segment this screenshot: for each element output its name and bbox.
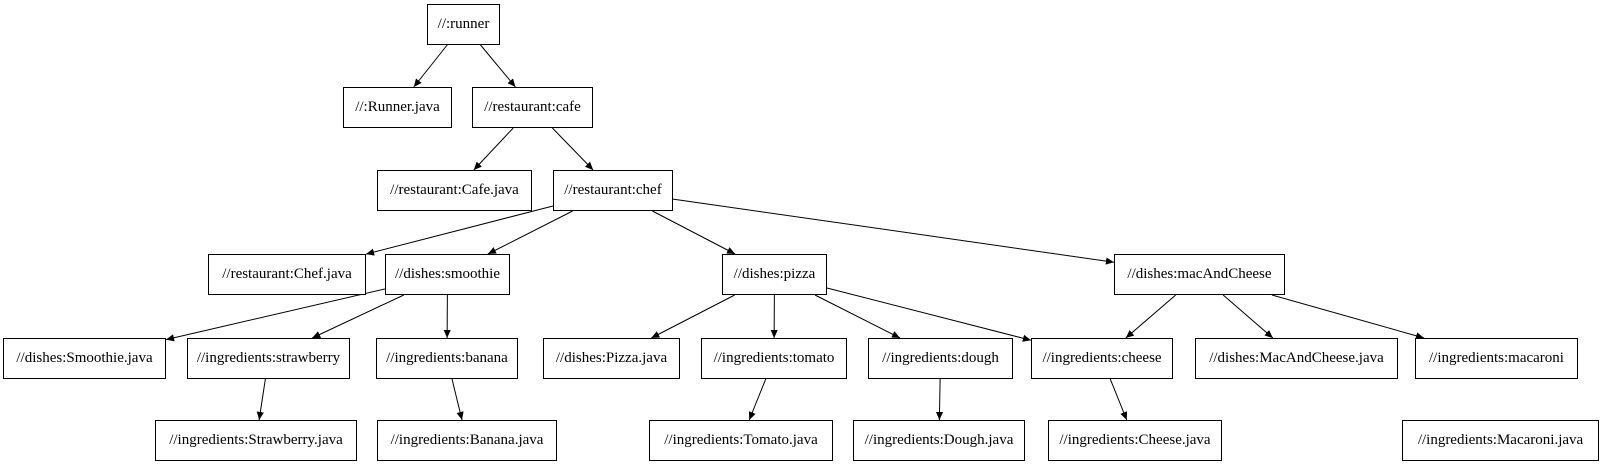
graph-edge-chef-to-pizza (652, 210, 736, 255)
graph-edge-chef-to-mac-and-cheese (672, 198, 1115, 265)
graph-node-chef: //restaurant:chef (553, 170, 673, 211)
graph-edge-mac-and-cheese-to-mac-and-cheese-java (1222, 294, 1274, 339)
graph-node-mac-and-cheese: //dishes:macAndCheese (1114, 254, 1285, 295)
graph-edge-pizza-to-cheese (826, 287, 1032, 342)
graph-node-chef-java: //restaurant:Chef.java (208, 254, 366, 295)
graph-edge-mac-and-cheese-to-macaroni (1271, 294, 1425, 340)
graph-node-mac-and-cheese-java: //dishes:MacAndCheese.java (1195, 338, 1398, 379)
graph-edge-pizza-to-dough (814, 294, 901, 339)
graph-node-tomato-java: //ingredients:Tomato.java (649, 420, 833, 461)
graph-edge-chef-to-chef-java (365, 205, 554, 256)
graph-edge-chef-to-smoothie (487, 210, 573, 255)
graph-edge-strawberry-to-strawberry-java (256, 378, 266, 421)
graph-node-dough-java: //ingredients:Dough.java (853, 420, 1025, 461)
graph-node-strawberry: //ingredients:strawberry (187, 338, 350, 379)
graph-edge-cafe-to-cafe-java (473, 127, 514, 171)
graph-node-dough: //ingredients:dough (868, 338, 1013, 379)
graph-edge-cafe-to-chef (552, 127, 594, 171)
graph-node-cafe: //restaurant:cafe (472, 87, 593, 128)
graph-node-runner: //:runner (427, 4, 500, 45)
graph-node-pizza-java: //dishes:Pizza.java (543, 338, 680, 379)
graph-edge-smoothie-to-strawberry (311, 294, 405, 339)
graph-node-cafe-java: //restaurant:Cafe.java (377, 170, 532, 211)
graph-edge-dough-to-dough-java (935, 378, 944, 421)
graph-edge-pizza-to-pizza-java (651, 294, 735, 339)
graph-node-macaroni-java: //ingredients:Macaroni.java (1402, 420, 1599, 461)
graph-edge-mac-and-cheese-to-cheese (1125, 294, 1177, 339)
graph-node-banana-java: //ingredients:Banana.java (377, 420, 557, 461)
graph-node-tomato: //ingredients:tomato (701, 338, 847, 379)
graph-node-smoothie-java: //dishes:Smoothie.java (3, 338, 166, 379)
graph-edge-runner-to-runner-java (413, 44, 448, 88)
graph-node-macaroni: //ingredients:macaroni (1415, 338, 1578, 379)
graph-node-strawberry-java: //ingredients:Strawberry.java (155, 420, 357, 461)
graph-node-pizza: //dishes:pizza (722, 254, 827, 295)
graph-edge-tomato-to-tomato-java (748, 378, 767, 421)
graph-node-cheese: //ingredients:cheese (1031, 338, 1173, 379)
graph-node-cheese-java: //ingredients:Cheese.java (1048, 420, 1222, 461)
graph-node-runner-java: //:Runner.java (343, 87, 452, 128)
graph-edge-smoothie-to-smoothie-java (165, 288, 386, 342)
graph-edge-cheese-to-cheese-java (1109, 378, 1128, 421)
graph-node-banana: //ingredients:banana (376, 338, 518, 379)
graph-node-smoothie: //dishes:smoothie (385, 254, 510, 295)
graph-edge-banana-to-banana-java (451, 378, 464, 421)
graph-edge-runner-to-cafe (480, 44, 516, 88)
edges-group (165, 44, 1425, 421)
